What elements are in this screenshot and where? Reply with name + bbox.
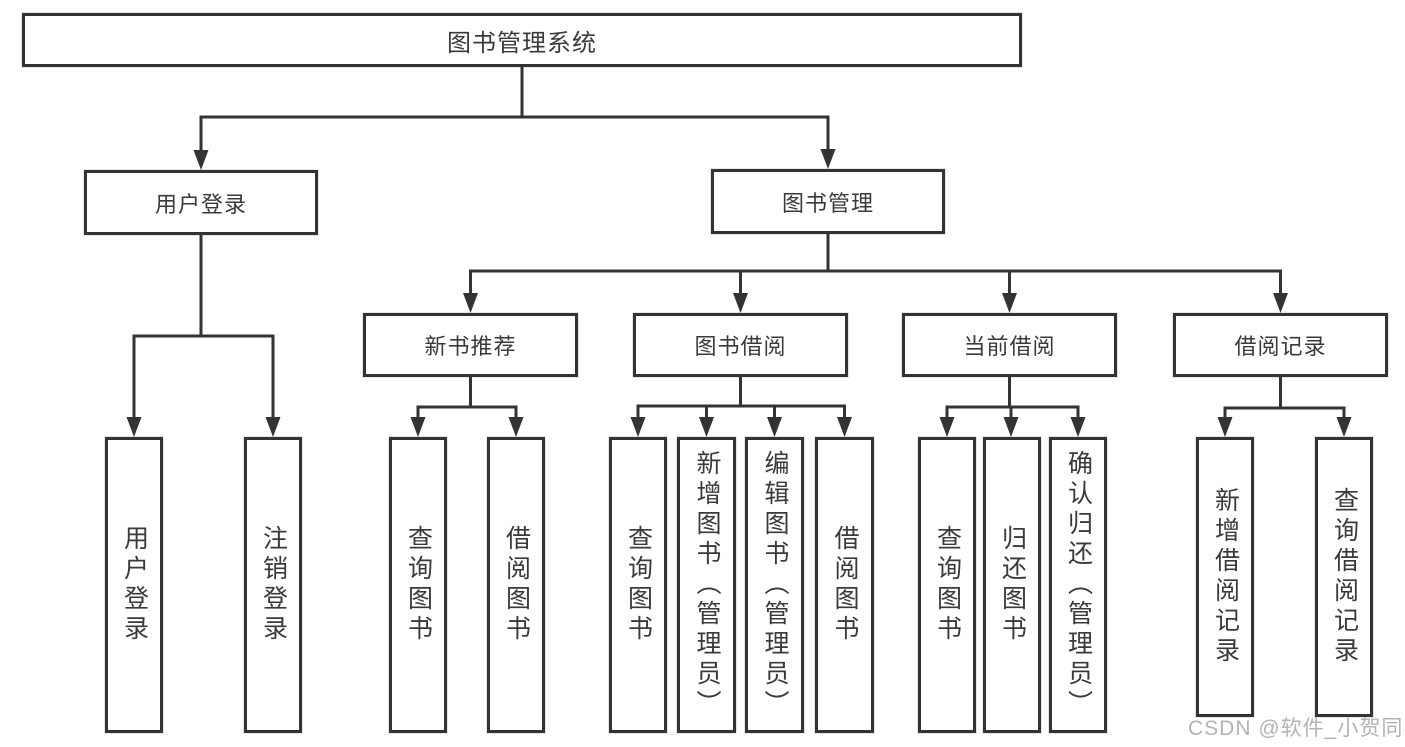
leaf-add-book-admin: 新增图书（管理员） xyxy=(677,437,736,733)
leaf-query-book-recommend: 查询图书 xyxy=(389,437,447,733)
node-current-borrow: 当前借阅 xyxy=(902,313,1117,377)
leaf-logout: 注销登录 xyxy=(244,437,302,733)
leaf-query-book-borrow: 查询图书 xyxy=(609,437,667,733)
node-borrow-records: 借阅记录 xyxy=(1173,313,1388,377)
node-book-management: 图书管理 xyxy=(711,169,945,234)
node-library-system: 图书管理系统 xyxy=(22,13,1022,67)
watermark: CSDN @软件_小贺同学 xyxy=(1188,717,1405,740)
leaf-edit-book-admin: 编辑图书（管理员） xyxy=(745,437,804,733)
node-new-book-recommend: 新书推荐 xyxy=(363,313,578,377)
leaf-user-login: 用户登录 xyxy=(105,437,163,733)
leaf-query-borrow-record: 查询借阅记录 xyxy=(1315,437,1373,717)
leaf-borrow-book: 借阅图书 xyxy=(815,437,874,733)
leaf-confirm-return-admin: 确认归还（管理员） xyxy=(1049,437,1107,733)
node-user-login: 用户登录 xyxy=(84,170,318,235)
leaf-return-book: 归还图书 xyxy=(983,437,1041,733)
leaf-query-book-current: 查询图书 xyxy=(918,437,976,733)
leaf-borrow-book-recommend: 借阅图书 xyxy=(487,437,545,733)
leaf-add-borrow-record: 新增借阅记录 xyxy=(1196,437,1254,717)
node-book-borrow: 图书借阅 xyxy=(633,313,848,377)
